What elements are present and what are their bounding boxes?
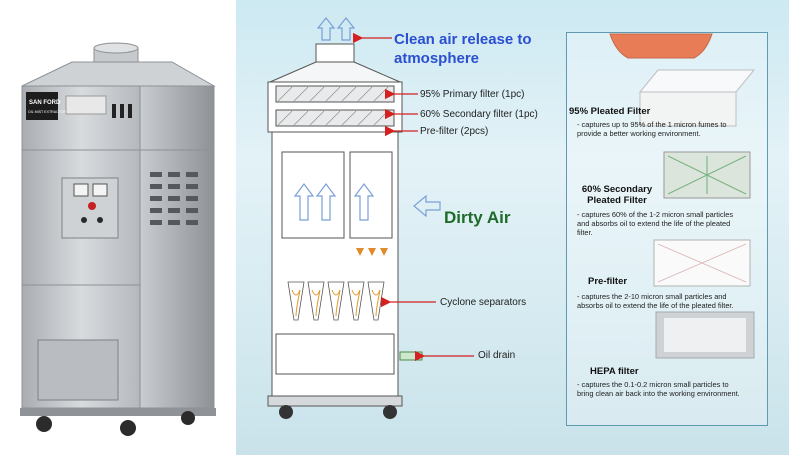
filter-desc-prefilter: - captures the 2-10 micron small particl… (577, 292, 734, 310)
dirty-air-label: Dirty Air (444, 208, 511, 227)
pleated-filter-image (638, 69, 756, 127)
filter-title-secondary: 60% Secondary Pleated Filter (581, 184, 653, 206)
filter-title-pleated: 95% Pleated Filter (569, 106, 651, 117)
primary-filter-callout: 95% Primary filter (1pc) (420, 89, 525, 100)
secondary-filter-image (663, 151, 751, 199)
cyclone-callout: Cyclone separators (440, 297, 527, 308)
extractor-schematic (267, 17, 756, 419)
oil-drain-callout: Oil drain (478, 350, 516, 361)
filter-desc-hepa: - captures the 0.1-0.2 micron small part… (577, 380, 740, 398)
hepa-filter-image (655, 311, 755, 359)
oil-mist-extractor-photo: SAN FORD OIL MIST EXTRACTOR (20, 42, 216, 436)
brand-text: SAN FORD (29, 100, 61, 106)
filter-desc-secondary: - captures 60% of the 1-2 micron small p… (577, 210, 734, 237)
prefilter-callout: Pre-filter (2pcs) (420, 126, 489, 137)
secondary-filter-callout: 60% Secondary filter (1pc) (420, 109, 538, 120)
filter-title-hepa: HEPA filter (590, 366, 639, 377)
product-text: OIL MIST EXTRACTOR (28, 110, 67, 114)
filter-title-prefilter: Pre-filter (588, 276, 628, 287)
filter-desc-pleated: - captures up to 95% of the 1 micron fum… (577, 120, 727, 138)
filter-info-panel (566, 32, 768, 426)
prefilter-image (653, 239, 751, 287)
clean-air-label: Clean air release to atmosphere (394, 31, 532, 67)
